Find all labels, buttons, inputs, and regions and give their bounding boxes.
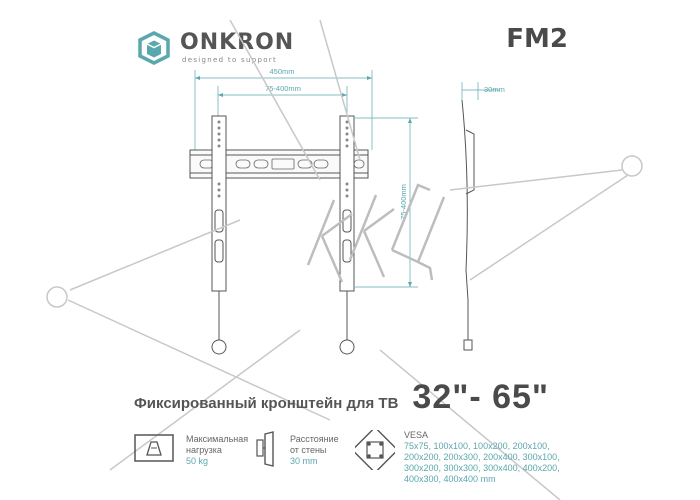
vesa-line: 75x75, 100x100, 100x200, 200x100, bbox=[404, 441, 550, 451]
vesa-pattern-icon bbox=[355, 430, 395, 470]
dim-height-label: 75-400mm bbox=[399, 184, 408, 220]
distance-label-line2: от стены bbox=[290, 445, 327, 455]
right-arm bbox=[339, 115, 355, 355]
vesa-label: VESA bbox=[404, 430, 429, 440]
load-label-line2: нагрузка bbox=[186, 445, 222, 455]
onkron-logo-icon bbox=[138, 31, 170, 65]
brand-tagline: designed to support bbox=[182, 56, 278, 64]
distance-label-line1: Расстояние bbox=[290, 434, 339, 444]
dim-depth-label: 30mm bbox=[484, 85, 505, 94]
side-profile bbox=[461, 99, 475, 351]
distance-value: 30 mm bbox=[290, 456, 318, 466]
distance-spec: Расстояние от стены 30 mm bbox=[290, 434, 339, 467]
screen-size-range: 32"- 65" bbox=[412, 378, 550, 416]
load-value: 50 kg bbox=[186, 456, 209, 466]
vesa-spec: VESA 75x75, 100x100, 100x200, 200x100, 2… bbox=[404, 430, 560, 485]
wall-distance-icon bbox=[256, 431, 274, 467]
vesa-line: 200x200, 200x300, 200x400, 300x100, bbox=[404, 452, 560, 462]
vesa-line: 400x300, 400x400 mm bbox=[404, 474, 496, 484]
model-name: FM2 bbox=[506, 24, 568, 54]
load-spec: Максимальная нагрузка 50 kg bbox=[186, 434, 248, 467]
dim-vesa-width-label: 75-400mm bbox=[265, 84, 301, 93]
vesa-line: 300x200, 300x300, 300x400, 400x200, bbox=[404, 463, 560, 473]
load-label-line1: Максимальная bbox=[186, 434, 249, 444]
tv-load-icon bbox=[134, 434, 174, 462]
left-arm bbox=[211, 115, 227, 355]
dim-width-label: 450mm bbox=[269, 67, 294, 76]
product-subtitle: Фиксированный кронштейн для ТВ bbox=[134, 395, 399, 412]
product-headline: Фиксированный кронштейн для ТВ 32"- 65" bbox=[134, 378, 549, 417]
